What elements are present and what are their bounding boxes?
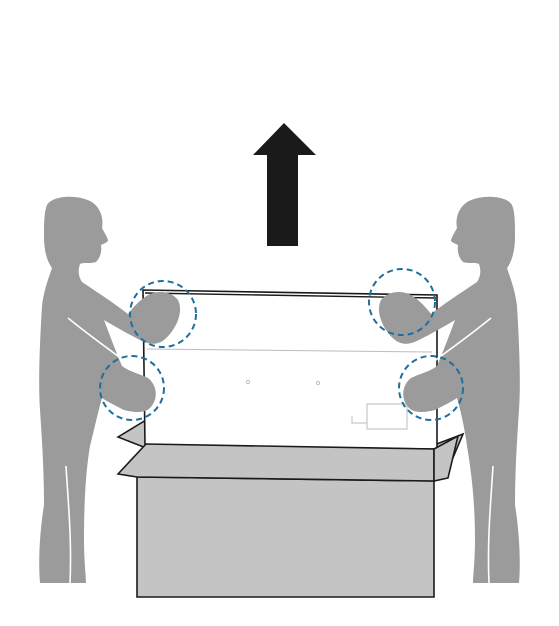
- person-right-icon: [378, 196, 520, 584]
- grip-circle-top-left: [129, 280, 197, 348]
- up-arrow-icon: [253, 123, 316, 246]
- grip-highlight-icon: [99, 268, 464, 421]
- grip-circle-bottom-left: [99, 355, 165, 421]
- box-front: [116, 434, 460, 598]
- grip-circle-bottom-right: [398, 355, 464, 421]
- person-left-icon: [39, 196, 181, 584]
- grip-circle-top-right: [368, 268, 436, 336]
